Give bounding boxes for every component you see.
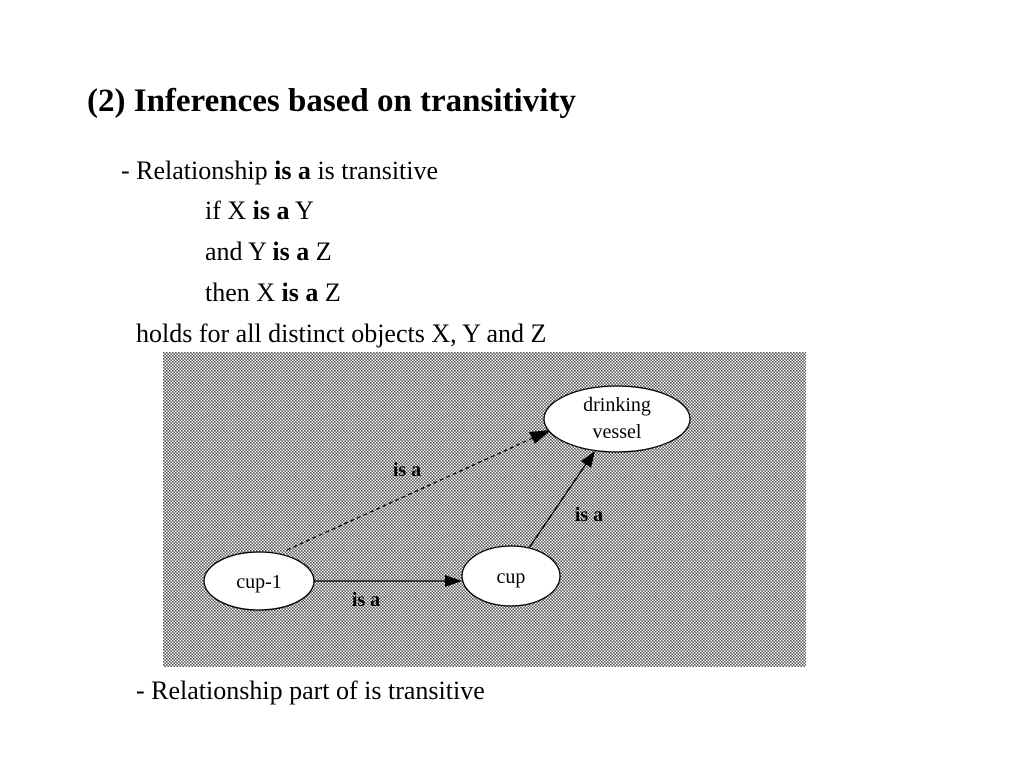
node-cup-1-label: cup-1 (236, 571, 282, 593)
statement-prefix: - Relationship (121, 156, 275, 185)
node-drinking-vessel (543, 385, 691, 453)
rule-then-prefix: then X (205, 278, 282, 307)
edge-cup-to-vessel-arrowhead (581, 451, 595, 468)
rule-and-line: and Y is a Z (205, 236, 332, 268)
rule-and-suffix: Z (309, 237, 332, 266)
statement-suffix: is transitive (310, 156, 439, 185)
edge-cup-to-vessel-label: is a (575, 504, 603, 526)
edge-cup1-to-cup-arrowhead (445, 575, 462, 587)
rule-if-prefix: if X (205, 196, 253, 225)
rule-and-prefix: and Y (205, 237, 273, 266)
statement-keyword: is a (274, 156, 311, 185)
slide-title: (2) Inferences based on transitivity (87, 83, 576, 119)
rule-if-keyword: is a (252, 196, 290, 225)
edge-cup1-to-vessel-label: is a (393, 459, 421, 481)
rule-then-line: then X is a Z (205, 277, 341, 309)
rule-then-suffix: Z (318, 278, 341, 307)
diagram-background (163, 352, 806, 667)
holds-statement: holds for all distinct objects X, Y and … (136, 319, 547, 348)
edge-cup1-to-vessel-arrowhead (529, 430, 551, 444)
edge-cup1-to-vessel-line (286, 436, 536, 551)
rule-and-keyword: is a (272, 237, 310, 266)
rule-if-line: if X is a Y (205, 195, 314, 227)
node-cup (461, 545, 561, 607)
node-cup-label: cup (497, 566, 526, 588)
rule-if-suffix: Y (289, 196, 314, 225)
transitivity-statement: - Relationship is a is transitive (121, 155, 438, 187)
rule-then-keyword: is a (281, 278, 319, 307)
node-drinking-vessel-line2: vessel (593, 421, 642, 443)
node-cup-1 (203, 551, 315, 611)
transitivity-diagram: cup-1 cup drinking vessel is a is a is a (163, 352, 806, 667)
edge-cup1-to-cup-label: is a (352, 589, 380, 611)
node-drinking-vessel-line1: drinking (583, 394, 651, 416)
footer-statement: - Relationship part of is transitive (136, 676, 485, 705)
edge-cup-to-vessel-line (528, 463, 587, 549)
